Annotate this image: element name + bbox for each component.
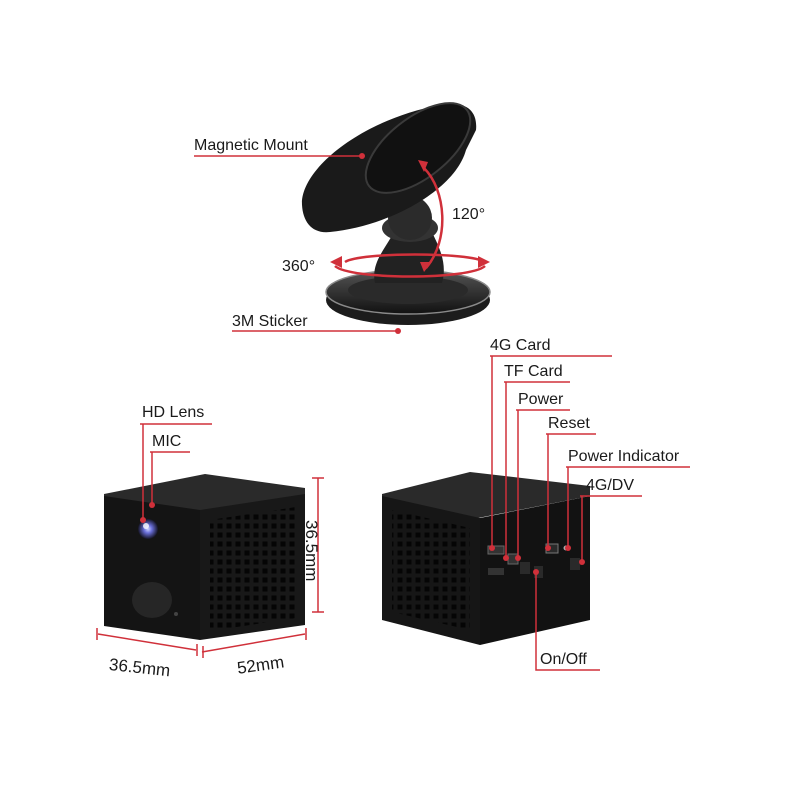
label-angle-360: 360° bbox=[282, 258, 316, 275]
dimension-height: 36.5mm bbox=[302, 520, 321, 582]
label-3m-sticker: 3M Sticker bbox=[232, 313, 308, 330]
label-tf-card: TF Card bbox=[504, 363, 563, 380]
camera-front-illustration bbox=[104, 474, 305, 640]
label-4g-dv: 4G/DV bbox=[586, 477, 635, 494]
callout-dots bbox=[140, 153, 585, 575]
label-4g-card: 4G Card bbox=[490, 337, 551, 354]
label-hd-lens: HD Lens bbox=[142, 404, 205, 421]
magnetic-mount-illustration bbox=[301, 102, 491, 325]
label-on-off: On/Off bbox=[540, 651, 587, 668]
label-power: Power bbox=[518, 391, 564, 408]
label-reset: Reset bbox=[548, 415, 590, 432]
label-power-indicator: Power Indicator bbox=[568, 448, 680, 465]
label-angle-120: 120° bbox=[452, 206, 486, 223]
camera-back-illustration bbox=[382, 472, 590, 645]
label-magnetic-mount: Magnetic Mount bbox=[194, 137, 308, 154]
label-mic: MIC bbox=[152, 433, 182, 450]
callout-lines bbox=[96, 155, 690, 671]
